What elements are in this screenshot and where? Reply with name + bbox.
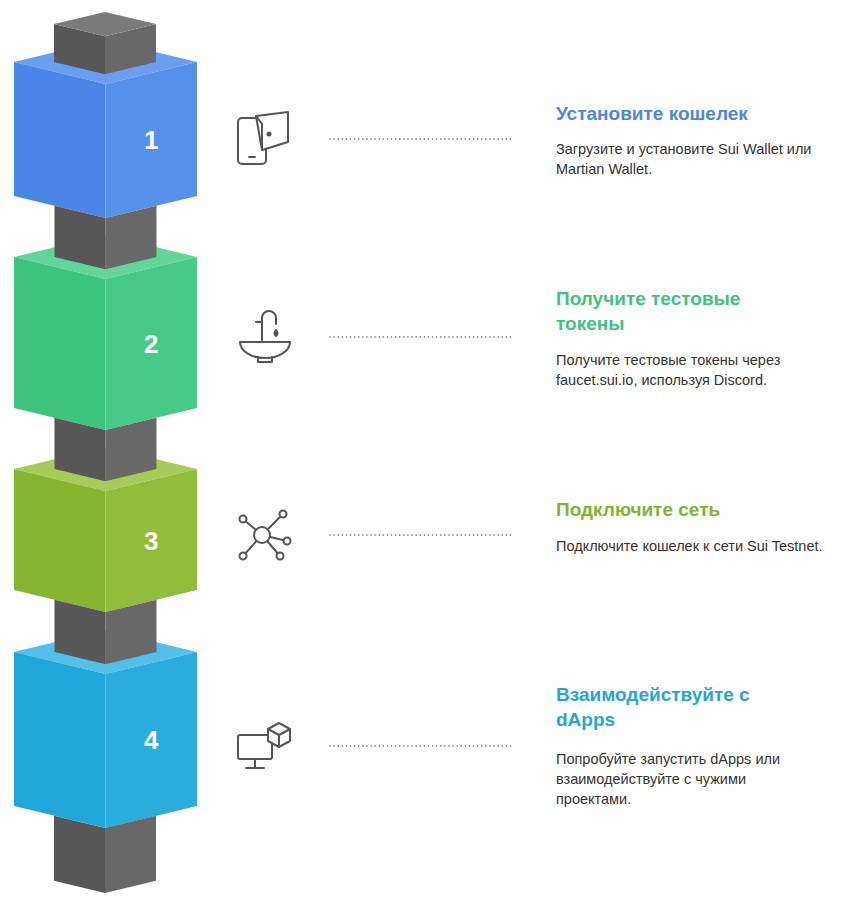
- dapp-icon: [238, 723, 290, 768]
- cube-shape: [14, 40, 197, 218]
- step-description: Получите тестовые токены через faucet.su…: [556, 350, 824, 390]
- cube-shape: [14, 630, 197, 828]
- cube-left-face: [14, 257, 106, 430]
- column-cap: [54, 12, 156, 74]
- column-connector: [55, 206, 157, 270]
- step-heading: Установите кошелек: [556, 101, 791, 126]
- step-cube: 3: [14, 447, 197, 612]
- cube-right-face: [106, 62, 198, 218]
- connector-left-face: [55, 600, 106, 665]
- leader-line: [330, 138, 512, 140]
- leader-lines: [330, 139, 512, 746]
- cube-shape: [14, 447, 197, 612]
- step-cube: 1: [14, 40, 197, 218]
- step-description: Загрузите и установите Sui Wallet или Ma…: [556, 139, 824, 179]
- step-heading: Подключите сеть: [556, 497, 791, 522]
- connector-left-face: [55, 418, 106, 482]
- cube-left-face: [14, 62, 106, 218]
- cube-shape: [14, 235, 197, 430]
- step-cube: 4: [14, 630, 197, 828]
- cube-right-face: [106, 257, 198, 430]
- faucet-icon: [240, 311, 290, 362]
- leader-line: [330, 745, 512, 747]
- step-number: 3: [106, 526, 198, 556]
- leader-line: [330, 534, 512, 536]
- connector-right-face: [106, 418, 157, 482]
- network-icon: [240, 511, 291, 560]
- wallet-icon: [238, 112, 288, 164]
- step-description: Попробуйте запустить dApps или взаимодей…: [556, 749, 818, 809]
- step-cube: 2: [14, 235, 197, 430]
- cube-left-face: [14, 469, 106, 612]
- step-description: Подключите кошелек к сети Sui Testnet.: [556, 536, 824, 556]
- connector-left-face: [55, 206, 106, 270]
- column-connector: [55, 418, 157, 482]
- leader-line: [330, 336, 512, 338]
- connector-right-face: [106, 600, 157, 665]
- step-heading: Взаимодействуйте с dApps: [556, 682, 791, 732]
- step-number: 4: [106, 725, 198, 755]
- step-number: 1: [106, 125, 198, 155]
- step-number: 2: [106, 329, 198, 359]
- step-heading: Получите тестовые токены: [556, 286, 791, 336]
- column-tail: [54, 816, 156, 893]
- cube-right-face: [106, 469, 198, 612]
- connector-right-face: [106, 206, 157, 270]
- cube-left-face: [14, 652, 106, 828]
- cube-right-face: [106, 652, 198, 828]
- column-connector: [55, 600, 157, 665]
